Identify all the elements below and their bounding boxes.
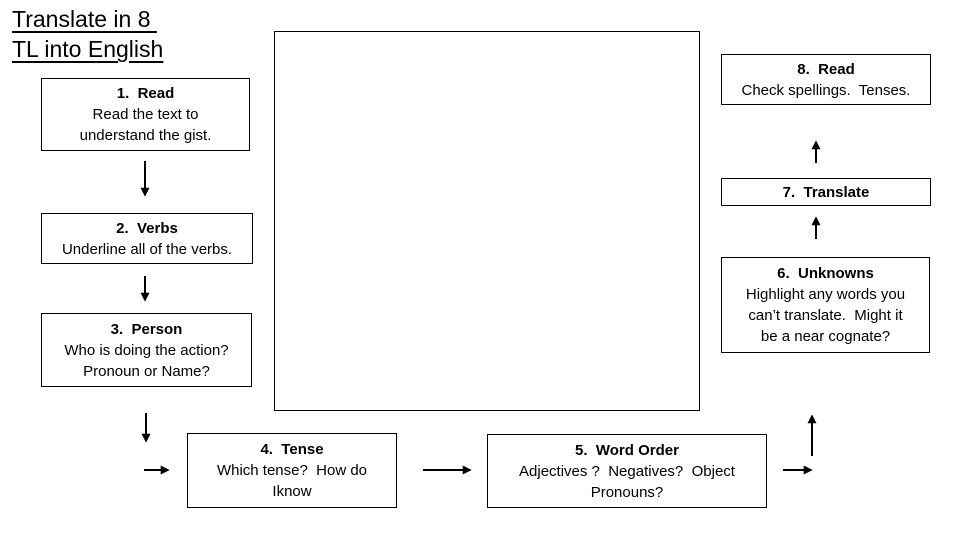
step-8-heading: 8. Read xyxy=(797,60,855,78)
step-4-body-line: Iknow xyxy=(272,483,312,500)
step-7-heading: 7. Translate xyxy=(782,183,870,201)
step-2-body-line: Underline all of the verbs. xyxy=(61,240,233,258)
step-1-read-box: 1. Read Read the text to understand the … xyxy=(41,78,250,151)
page-title-line-2: TL into English xyxy=(12,36,164,62)
step-7-translate-box: 7. Translate xyxy=(721,178,931,206)
page-title-line-1: Translate in 8 xyxy=(12,6,157,32)
step-5-word-order-box: 5. Word Order Adjectives ? Negatives? Ob… xyxy=(487,434,767,508)
step-6-body-line: Highlight any words you xyxy=(745,286,906,303)
step-6-heading: 6. Unknowns xyxy=(777,265,874,282)
step-5-heading: 5. Word Order xyxy=(575,441,679,459)
step-6-unknowns-box: 6. Unknowns Highlight any words you can’… xyxy=(721,257,930,353)
step-4-tense-box: 4. Tense Which tense? How do Iknow xyxy=(187,433,397,508)
step-4-body-line: Which tense? How do xyxy=(216,462,368,479)
page-title: Translate in 8 TL into English xyxy=(12,4,163,64)
step-8-read-box: 8. Read Check spellings. Tenses. xyxy=(721,54,931,105)
step-3-person-box: 3. Person Who is doing the action? Prono… xyxy=(41,313,252,387)
step-2-verbs-box: 2. Verbs Underline all of the verbs. xyxy=(41,213,253,264)
step-6-body-line: be a near cognate? xyxy=(760,328,891,345)
step-3-body-line: Pronoun or Name? xyxy=(83,362,210,380)
step-1-heading: 1. Read xyxy=(116,85,175,102)
step-1-body-line: Read the text to xyxy=(92,106,199,123)
center-empty-box xyxy=(274,31,700,411)
step-8-body-line: Check spellings. Tenses. xyxy=(741,81,911,99)
step-2-heading: 2. Verbs xyxy=(116,219,178,237)
step-5-body-line: Adjectives ? Negatives? Object xyxy=(519,462,735,480)
step-5-body-line: Pronouns? xyxy=(590,483,664,501)
step-3-body-line: Who is doing the action? xyxy=(64,341,229,359)
step-1-body-line: understand the gist. xyxy=(79,127,212,144)
step-4-heading: 4. Tense xyxy=(260,441,324,458)
step-3-heading: 3. Person xyxy=(110,320,183,338)
step-6-body-line: can’t translate. Might it xyxy=(748,307,903,324)
